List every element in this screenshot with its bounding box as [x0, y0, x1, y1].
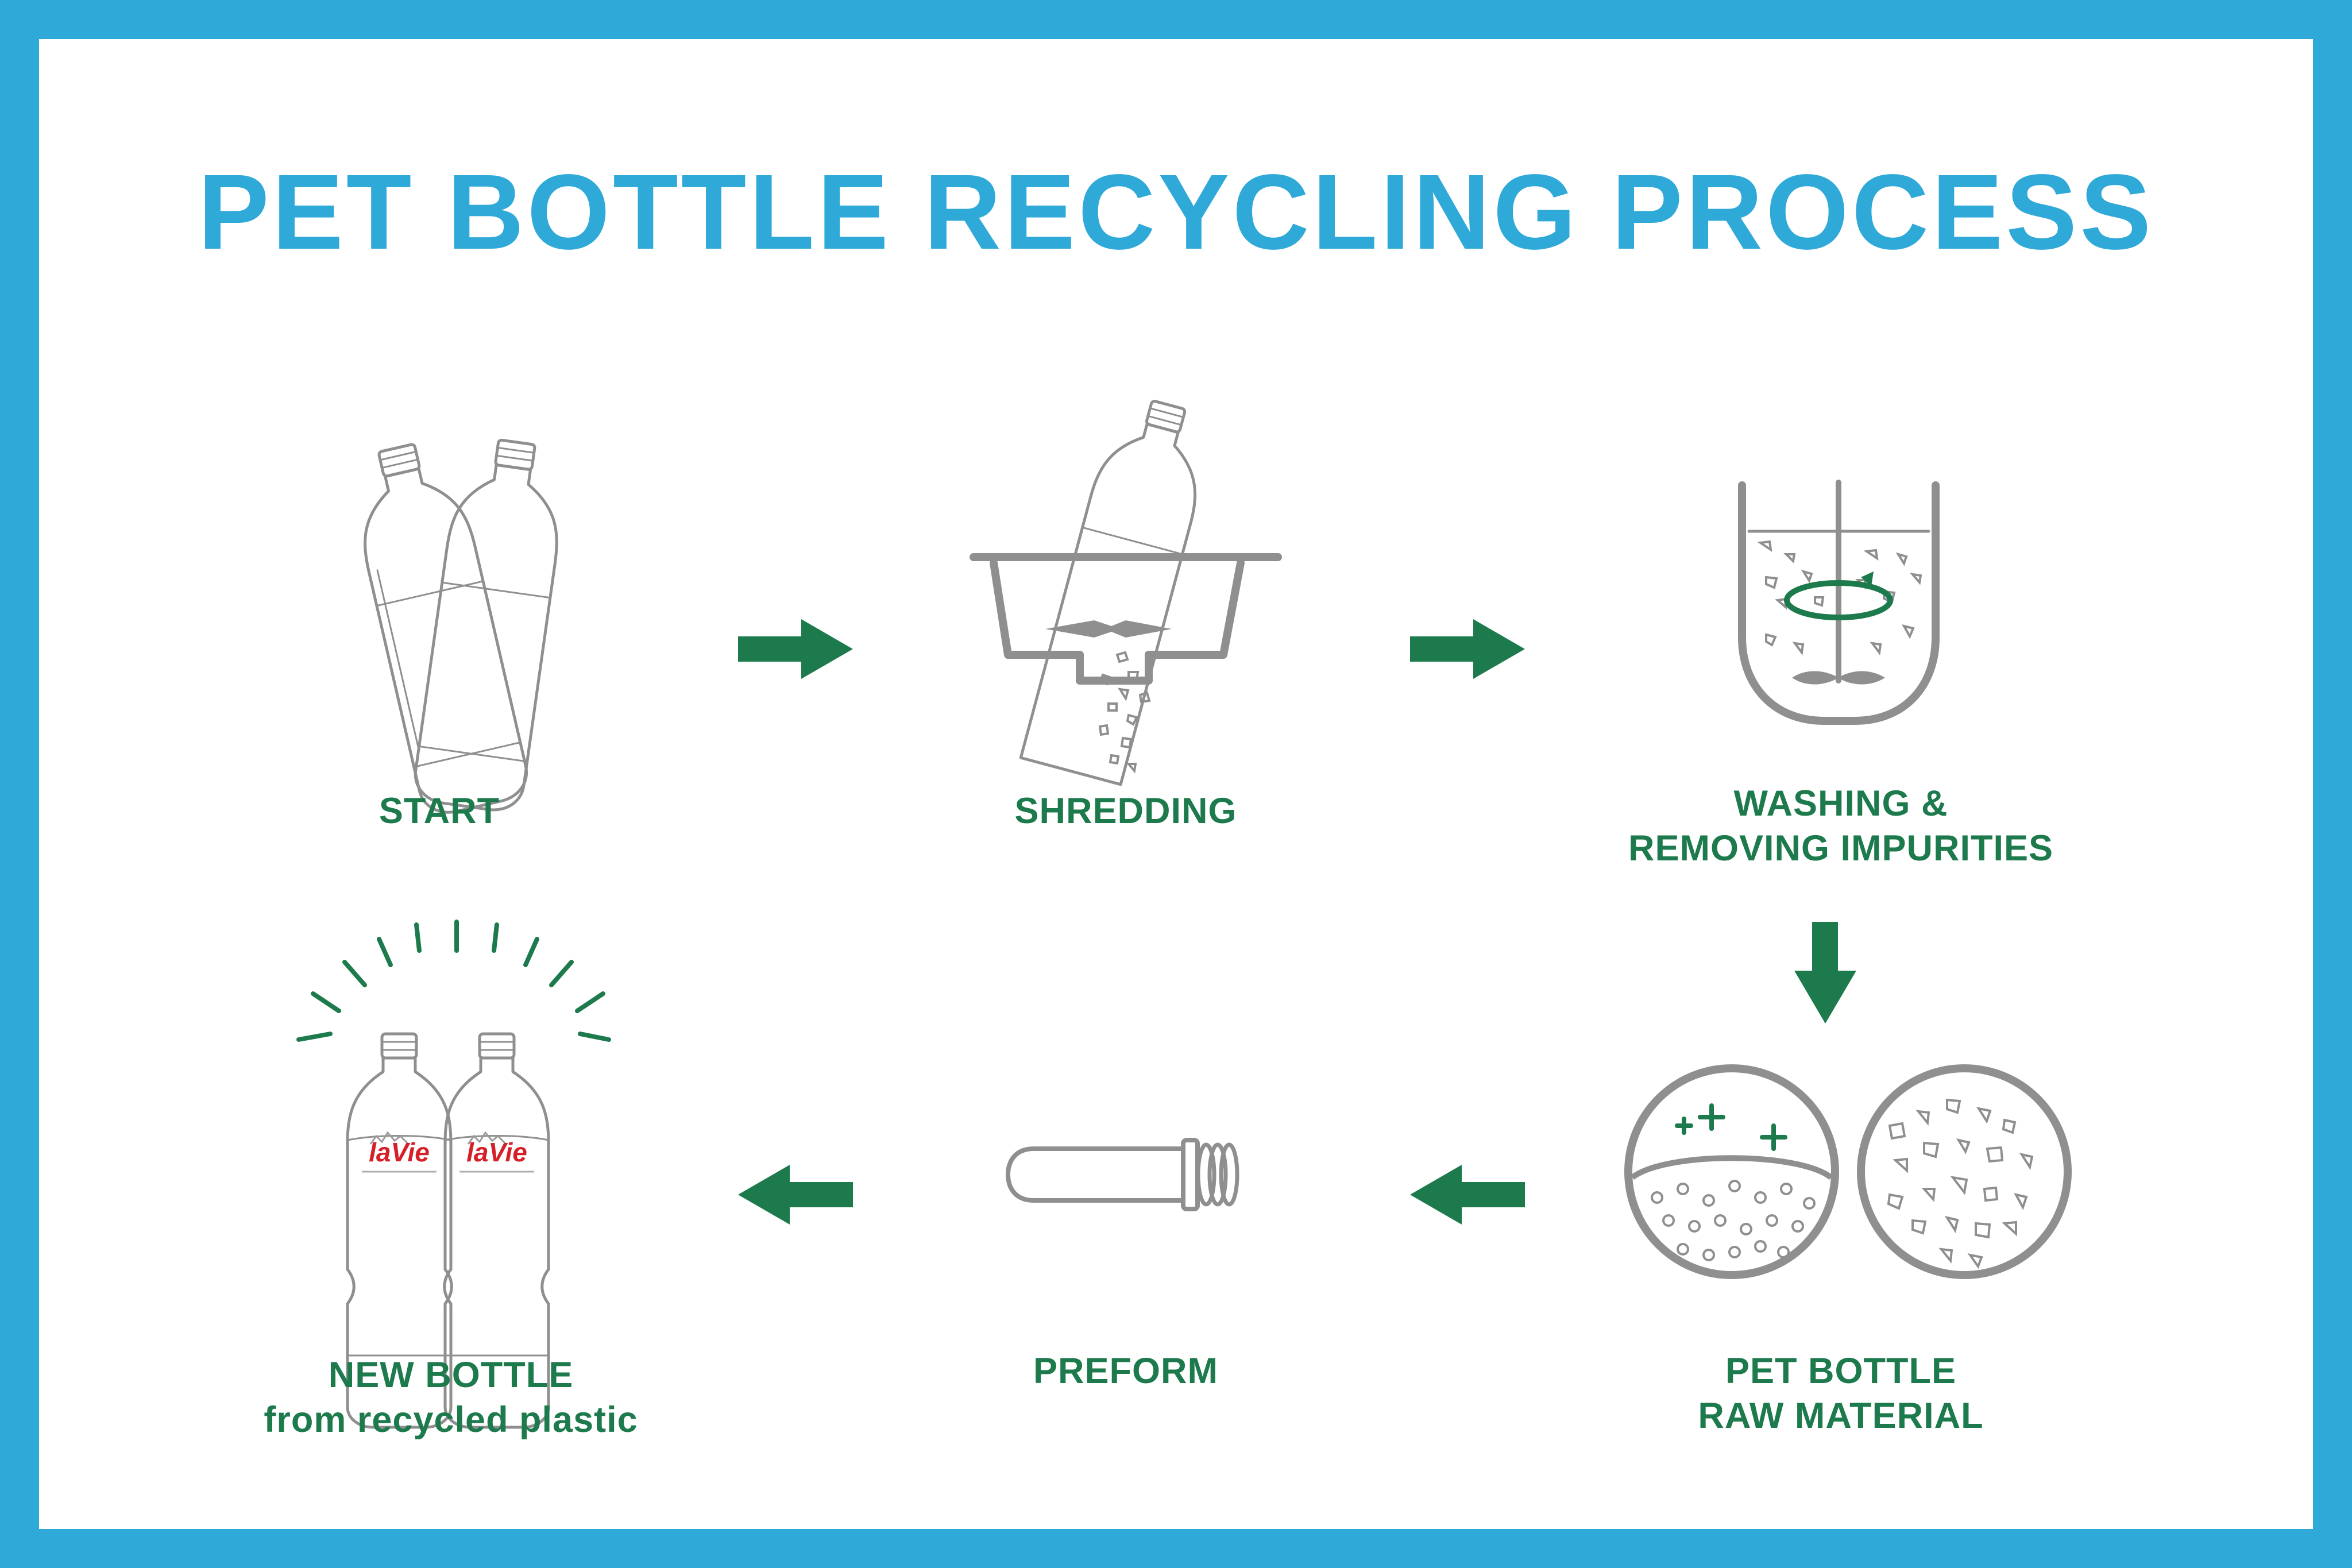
arrow-right-icon [1410, 619, 1525, 679]
step-label-line2: from recycled plastic [264, 1400, 638, 1440]
step-label-raw-material: PET BOTTLE RAW MATERIAL [1551, 1349, 2131, 1438]
step-label-line1: WASHING & [1733, 783, 1948, 824]
arrow-left-icon [738, 1165, 853, 1225]
arrow-left-icon [1410, 1165, 1525, 1225]
step-label-line1: NEW BOTTLE [328, 1355, 574, 1395]
step-label-new-bottle: NEW BOTTLE from recycled plastic [221, 1353, 681, 1442]
arrow-right-icon [738, 619, 853, 679]
step-label-preform: PREFORM [976, 1349, 1275, 1393]
page-title: PET BOTTLE RECYCLING PROCESS [198, 153, 2154, 272]
preform-icon [1006, 1138, 1239, 1211]
brand-logo: laVie [466, 1137, 527, 1167]
step-label-text: PREFORM [1033, 1351, 1218, 1391]
step-label-line2: REMOVING IMPURITIES [1628, 828, 2054, 868]
step-label-line2: RAW MATERIAL [1698, 1396, 1984, 1436]
shine-rays [296, 920, 611, 1042]
shredder-icon [970, 400, 1282, 786]
step-label-text: SHREDDING [1014, 791, 1237, 831]
step-label-start: START [296, 789, 583, 833]
step-label-washing: WASHING & REMOVING IMPURITIES [1551, 781, 2131, 871]
step-label-text: START [379, 791, 500, 831]
step-label-line1: PET BOTTLE [1725, 1351, 1956, 1391]
raw-material-pellets-icon [1624, 1064, 2072, 1279]
washing-tank-icon [1738, 480, 1940, 725]
two-plastic-bottles-icon [364, 438, 558, 814]
brand-logo: laVie [369, 1137, 430, 1167]
step-label-shredding: SHREDDING [976, 789, 1275, 833]
new-bottles-icon: laVie laVie [296, 920, 611, 1429]
arrow-down-icon [1794, 922, 1856, 1024]
